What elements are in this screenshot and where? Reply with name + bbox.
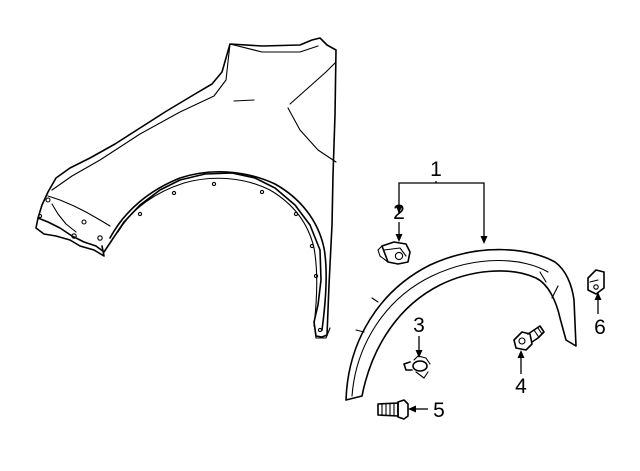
callout-4: 4	[515, 375, 527, 398]
callout-1: 1	[430, 158, 442, 181]
flange-bolt	[513, 325, 545, 351]
callout-labels: 1 2 3 4 5 6	[393, 158, 606, 422]
callout-6: 6	[594, 316, 606, 339]
screw	[377, 399, 409, 420]
callout-5: 5	[433, 399, 445, 422]
callout-2: 2	[393, 201, 405, 224]
callout-3: 3	[413, 314, 425, 337]
retainer-clip	[377, 241, 411, 265]
bracket-clip	[587, 269, 605, 295]
wheel-arch-molding	[345, 248, 577, 401]
fender-panel	[35, 37, 337, 339]
leader-lines	[395, 181, 602, 413]
push-clip	[403, 355, 431, 379]
